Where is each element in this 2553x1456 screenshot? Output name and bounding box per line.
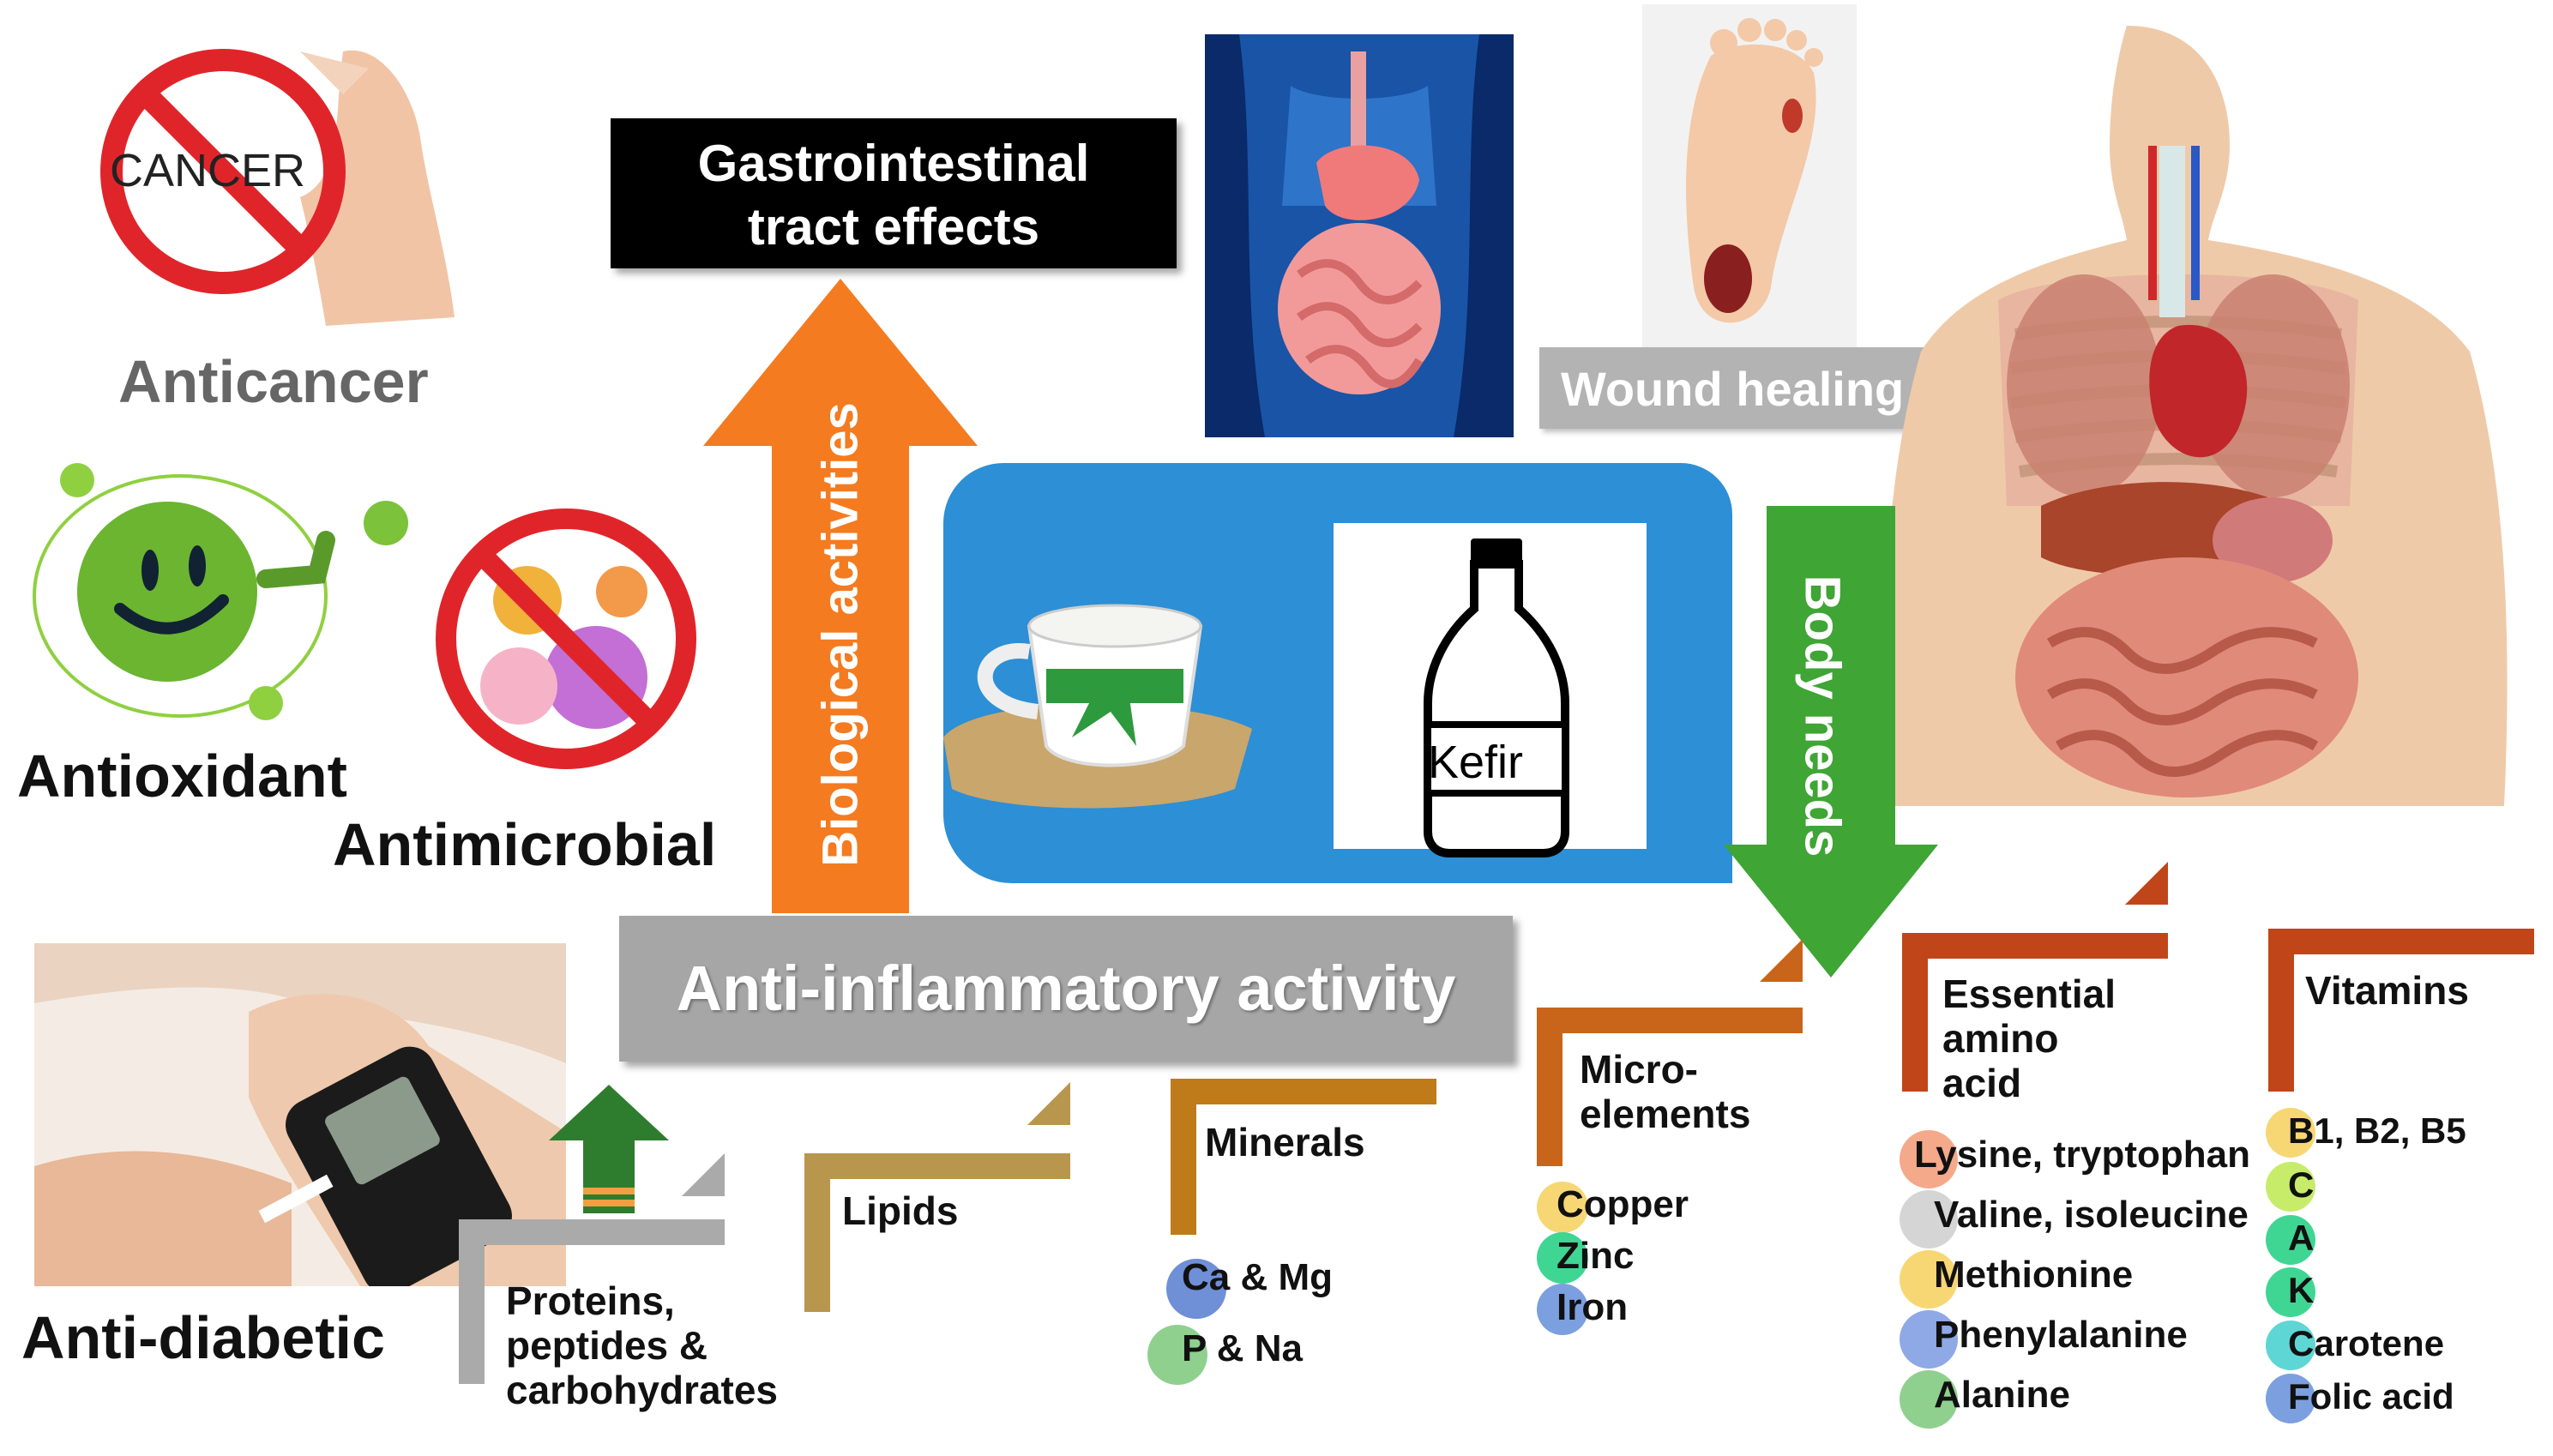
antioxidant-label: Antioxidant	[17, 743, 347, 809]
vitamins-item-1: B1, B2, B5	[2288, 1110, 2466, 1151]
minerals-item-2: P & Na	[1182, 1327, 1304, 1369]
proteins-line-3: carbohydrates	[506, 1368, 779, 1412]
minerals-dot-1	[1166, 1259, 1226, 1319]
anti-inflammatory-box: Anti-inflammatory activity	[619, 916, 1513, 1062]
amino-dot-5	[1900, 1370, 1958, 1429]
foot-wound-icon	[1642, 4, 1857, 347]
wound-healing-box: Wound healing	[1539, 347, 1925, 429]
bracket-micro-horizontal	[1537, 1008, 1803, 1033]
bracket-vitamins-vertical	[2268, 929, 2294, 1092]
gastrointestinal-line-2: tract effects	[747, 198, 1040, 256]
proteins-line-1: Proteins,	[506, 1279, 675, 1323]
micro-item-2: Zinc	[1556, 1235, 1635, 1277]
body-needs-arrow	[1724, 506, 1938, 978]
vitamins-item-3: A	[2288, 1218, 2315, 1258]
human-anatomy-icon	[1883, 26, 2508, 806]
bracket-vitamins-horizontal	[2268, 929, 2534, 954]
biological-activities-arrow	[703, 279, 978, 913]
vitamins-dot-2	[2266, 1162, 2315, 1212]
bracket-amino-vertical	[1902, 933, 1928, 1092]
kefir-bottle-icon	[1424, 538, 1569, 857]
amino-title-line-3: acid	[1942, 1061, 2022, 1105]
minerals-dot-2	[1147, 1325, 1207, 1385]
kefir-label: Kefir	[1428, 737, 1524, 788]
wound-healing-label: Wound healing	[1561, 362, 1905, 416]
antidiabetic-label: Anti-diabetic	[21, 1304, 385, 1371]
bracket-lipids-tip	[1027, 1082, 1070, 1125]
antimicrobial-label: Antimicrobial	[333, 811, 717, 878]
vitamins-title: Vitamins	[2305, 968, 2469, 1013]
micro-dot-3	[1537, 1284, 1588, 1335]
bracket-minerals-vertical	[1171, 1079, 1196, 1235]
amino-item-5: Alanine	[1934, 1374, 2070, 1416]
digestive-system-icon	[1205, 34, 1514, 437]
micro-item-1: Copper	[1556, 1183, 1689, 1225]
anti-inflammatory-label: Anti-inflammatory activity	[676, 953, 1456, 1024]
up-arrow-small-icon	[549, 1085, 669, 1213]
minerals-title: Minerals	[1205, 1120, 1365, 1164]
bracket-proteins-horizontal	[459, 1219, 725, 1245]
gastrointestinal-box: Gastrointestinal tract effects	[611, 118, 1177, 268]
amino-title-line-1: Essential	[1942, 972, 2116, 1016]
bracket-amino-tip	[2125, 862, 2168, 905]
micro-item-3: Iron	[1556, 1286, 1629, 1328]
micro-title-line-2: elements	[1580, 1092, 1751, 1136]
micro-title-line-1: Micro-	[1580, 1047, 1698, 1092]
anticancer-label: Anticancer	[118, 348, 429, 415]
amino-item-1: Lysine, tryptophan	[1914, 1134, 2250, 1176]
vitamins-dot-1	[2266, 1108, 2315, 1158]
amino-item-4: Phenylalanine	[1934, 1314, 2188, 1356]
lipids-label: Lipids	[842, 1188, 959, 1233]
amino-item-3: Methionine	[1934, 1254, 2134, 1296]
no-cancer-icon	[100, 49, 455, 326]
kefir-cup-icon	[943, 604, 1252, 809]
vitamins-dot-5	[2266, 1321, 2315, 1370]
antioxidant-character-icon	[33, 463, 408, 720]
gastrointestinal-line-1: Gastrointestinal	[697, 135, 1090, 192]
vitamins-item-6: Folic acid	[2288, 1376, 2454, 1417]
amino-item-2: Valine, isoleucine	[1934, 1194, 2249, 1236]
vitamins-item-4: K	[2288, 1270, 2315, 1310]
bracket-lipids-horizontal	[804, 1153, 1070, 1179]
vitamins-dot-4	[2266, 1267, 2315, 1317]
bracket-micro-tip	[1760, 939, 1803, 982]
bracket-proteins-tip	[682, 1153, 725, 1196]
biological-activities-label: Biological activities	[812, 402, 869, 867]
micro-dot-1	[1537, 1182, 1588, 1233]
no-microbe-icon	[436, 508, 696, 769]
bracket-micro-vertical	[1537, 1008, 1563, 1166]
cancer-word: CANCER	[110, 145, 306, 196]
bracket-minerals-horizontal	[1171, 1079, 1436, 1104]
vitamins-item-5: Carotene	[2288, 1323, 2445, 1363]
body-needs-label: Body needs	[1794, 575, 1851, 857]
vitamins-dot-3	[2266, 1215, 2315, 1265]
amino-dot-2	[1900, 1190, 1958, 1248]
bracket-proteins-vertical	[459, 1219, 485, 1384]
amino-dot-4	[1900, 1310, 1958, 1369]
micro-dot-2	[1537, 1232, 1588, 1284]
amino-dot-3	[1900, 1250, 1958, 1309]
amino-title-line-2: amino	[1942, 1016, 2059, 1061]
amino-dot-1	[1900, 1130, 1958, 1188]
vitamins-dot-6	[2266, 1374, 2315, 1423]
minerals-item-1: Ca & Mg	[1182, 1256, 1333, 1298]
bracket-lipids-vertical	[804, 1153, 830, 1312]
vitamins-item-2: C	[2288, 1164, 2315, 1205]
proteins-line-2: peptides &	[506, 1323, 708, 1368]
bracket-amino-horizontal	[1902, 933, 2168, 959]
